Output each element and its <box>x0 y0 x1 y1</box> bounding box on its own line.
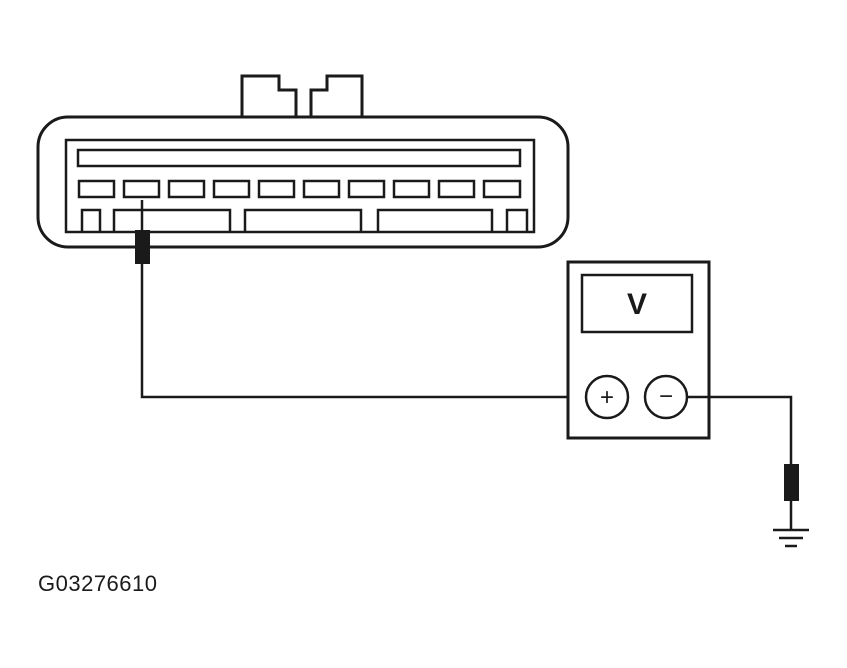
pin-cavity-8 <box>392 179 431 199</box>
pin-cavity-6 <box>302 179 341 199</box>
pin-cavity-2 <box>122 179 161 199</box>
positive-test-lead <box>135 200 586 399</box>
key-slot-1 <box>80 208 102 232</box>
ground-probe <box>784 464 799 501</box>
negative-test-lead <box>687 395 799 530</box>
positive-terminal <box>584 374 630 420</box>
pin-cavity-9 <box>437 179 476 199</box>
connector-latch-right <box>309 74 364 117</box>
positive-terminal-label: + <box>600 384 614 411</box>
key-slot-2 <box>112 208 232 232</box>
pin-cavity-7 <box>347 179 386 199</box>
voltmeter-body <box>566 260 711 440</box>
pin-cavity-1 <box>77 179 116 199</box>
voltmeter-display-label: V <box>627 288 647 321</box>
pin-cavity-10 <box>482 179 522 199</box>
pin-cavity-3 <box>167 179 206 199</box>
key-slot-3 <box>243 208 363 232</box>
voltmeter-display <box>580 273 694 334</box>
connector-latch-left <box>240 74 298 117</box>
pin-cavity-4 <box>212 179 251 199</box>
ground-symbol-icon <box>773 528 809 548</box>
key-slot-5 <box>505 208 529 232</box>
connector-face <box>64 138 536 234</box>
connector-pin-row <box>77 179 522 199</box>
negative-terminal-label: − <box>659 383 673 410</box>
pin-cavity-5 <box>257 179 296 199</box>
connector-key-slots <box>80 208 529 232</box>
positive-lead-wire <box>140 263 586 399</box>
voltmeter-icon <box>566 260 711 440</box>
key-slot-4 <box>376 208 494 232</box>
probe-icon <box>135 230 150 264</box>
negative-lead-wire <box>687 395 793 465</box>
connector <box>36 74 570 249</box>
connector-top-slot <box>76 148 522 168</box>
figure-id: G03276610 <box>38 571 158 596</box>
